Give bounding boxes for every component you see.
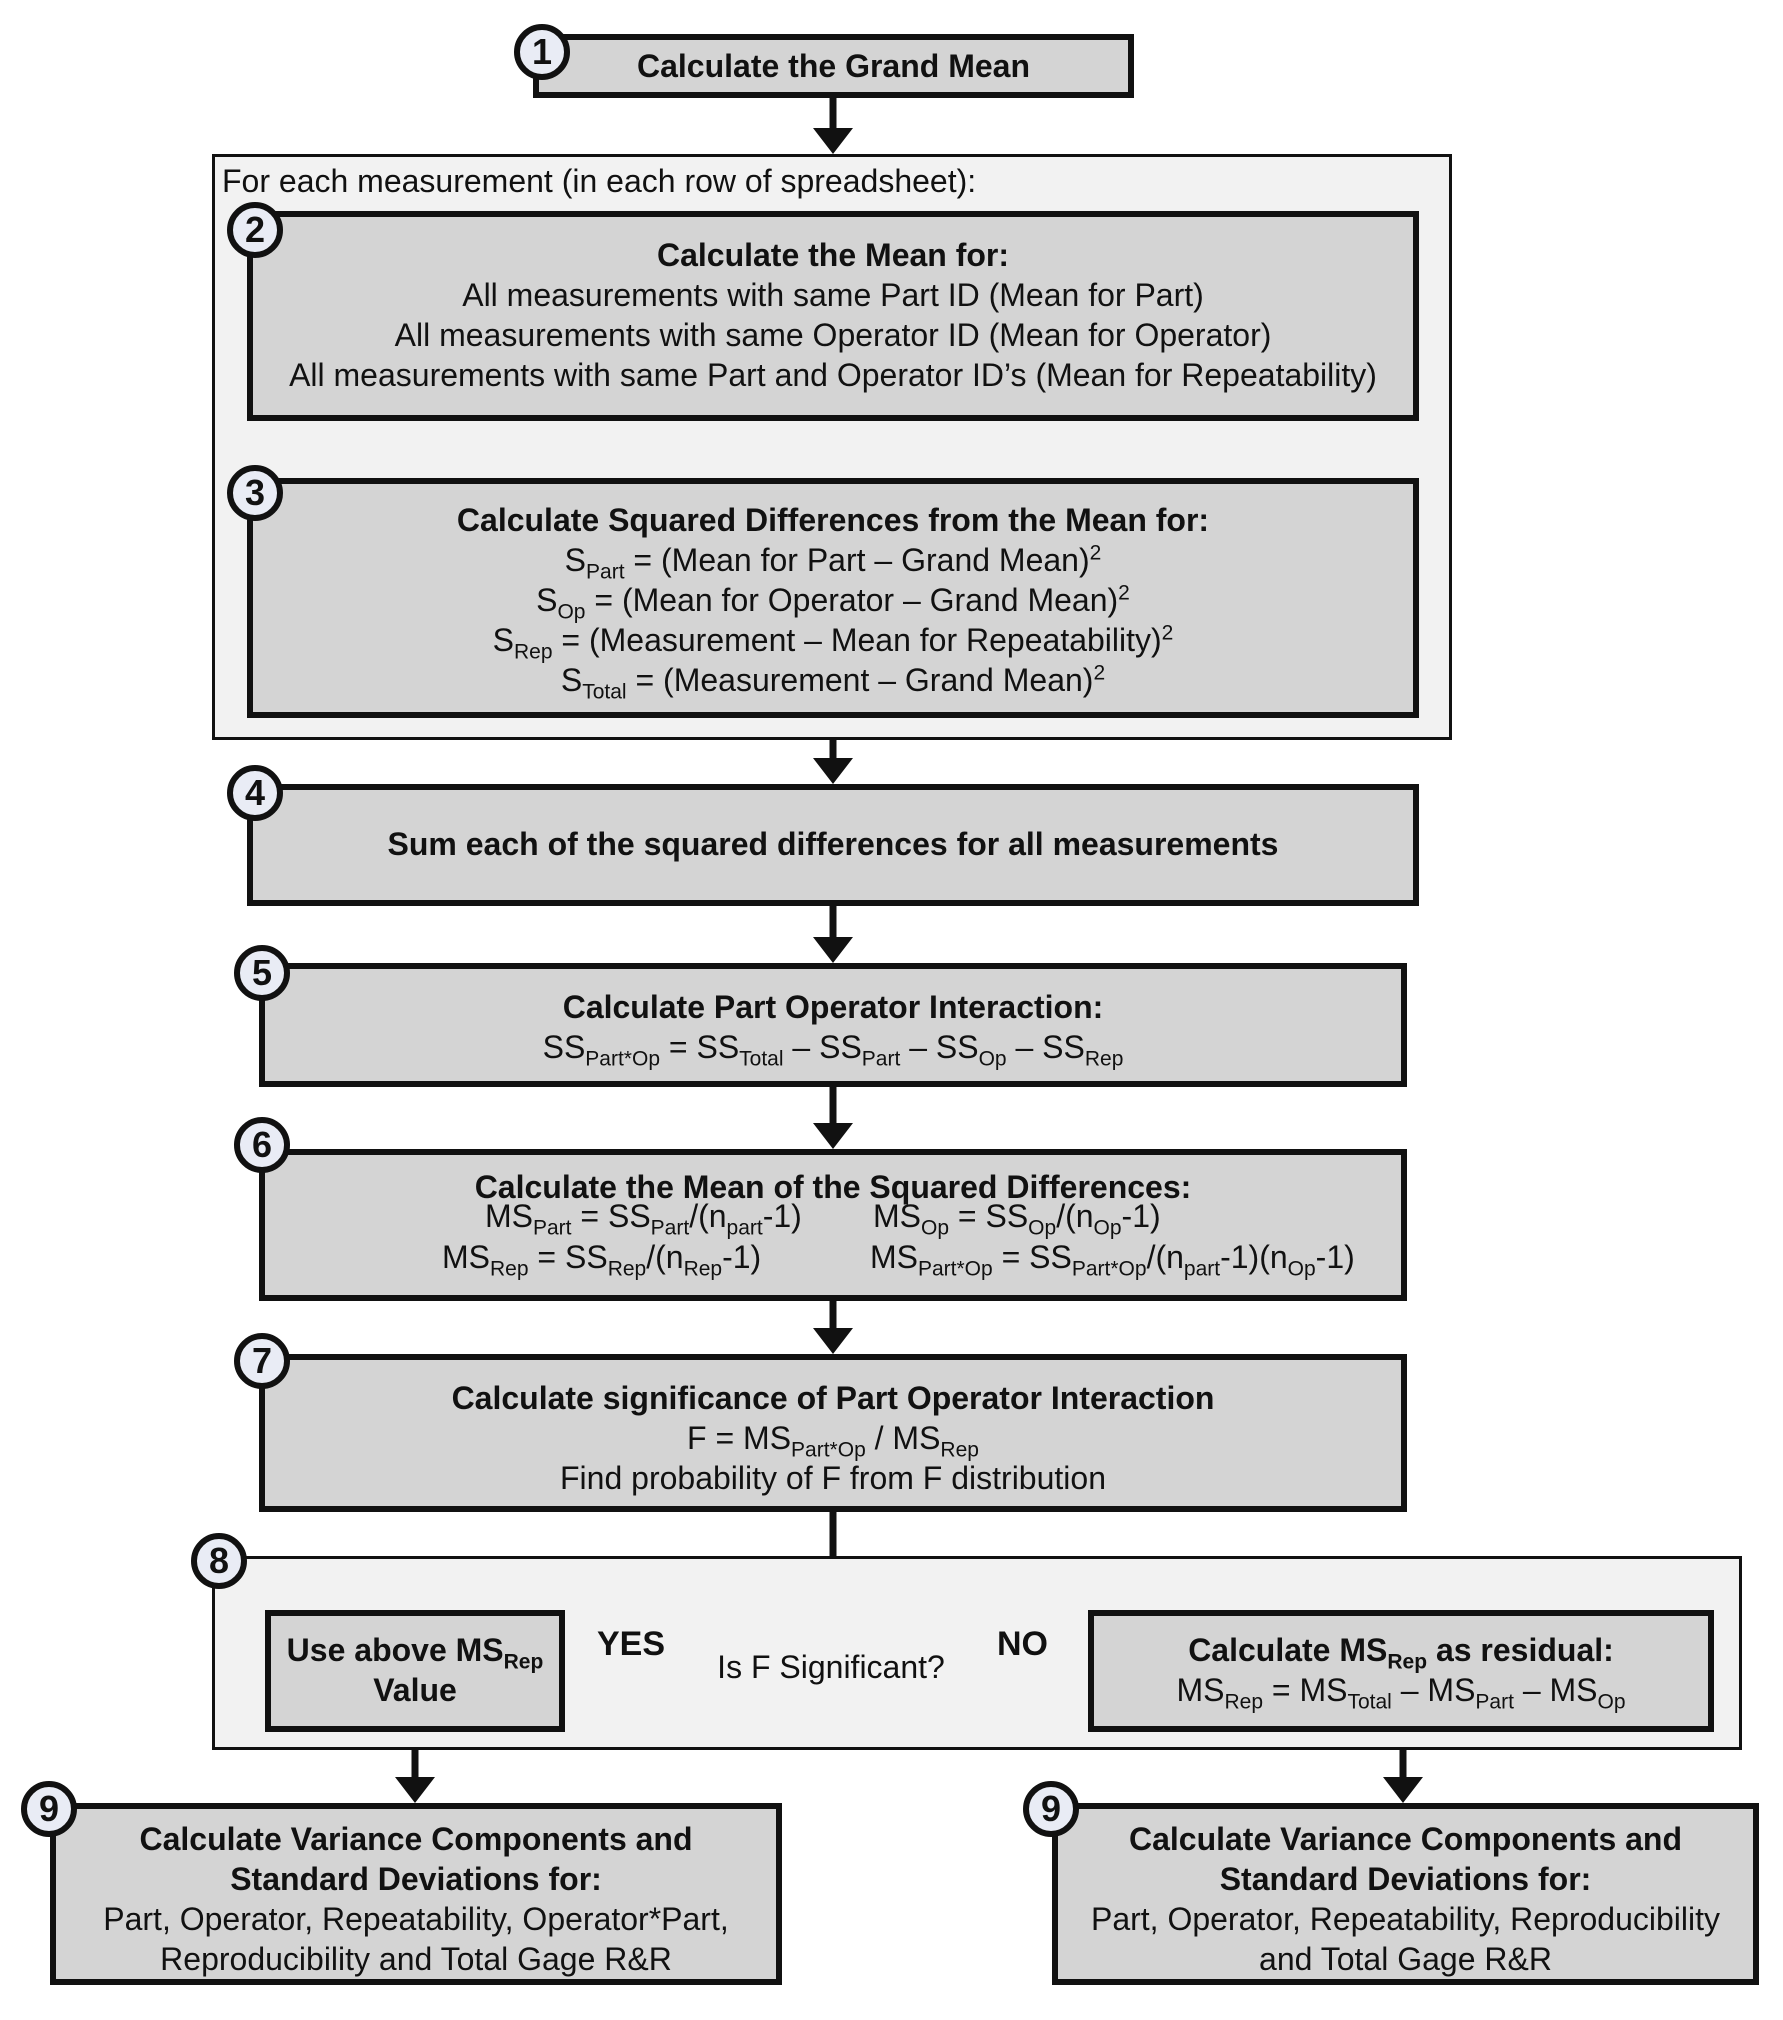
step-5-box: Calculate Part Operator Interaction: SSP… <box>259 963 1407 1087</box>
step-4-box: Sum each of the squared differences for … <box>247 784 1419 906</box>
step-7-line-2: Find probability of F from F distributio… <box>560 1460 1106 1496</box>
step-8-badge: 8 <box>191 1533 247 1589</box>
step-6-formula-ms-part: MSPart = SSPart/(npart-1) <box>485 1198 802 1240</box>
step-9-right-badge: 9 <box>1023 1781 1079 1837</box>
step-2-line-2: All measurements with same Operator ID (… <box>394 317 1272 353</box>
step-9-right-title-2: Standard Deviations for: <box>1219 1861 1592 1897</box>
step-3-line-1: SPart = (Mean for Part – Grand Mean)2 <box>564 541 1102 584</box>
step-5-badge: 5 <box>234 945 290 1001</box>
step-8-no-formula: MSRep = MSTotal – MSPart – MSOp <box>1176 1672 1626 1714</box>
step-7-formula: F = MSPart*Op / MSRep <box>687 1420 979 1462</box>
step-3-line-3: SRep = (Measurement – Mean for Repeatabi… <box>492 621 1174 664</box>
step-9-left-badge: 9 <box>21 1781 77 1837</box>
step-2-line-3: All measurements with same Part and Oper… <box>289 357 1377 393</box>
step-8-yes-line-2: Value <box>373 1672 457 1708</box>
step-5-title: Calculate Part Operator Interaction: <box>562 989 1104 1025</box>
step-2-box: Calculate the Mean for: All measurements… <box>247 211 1419 421</box>
step-4-title: Sum each of the squared differences for … <box>387 826 1279 862</box>
step-6-title: Calculate the Mean of the Squared Differ… <box>474 1169 1192 1205</box>
step-9-left-title-2: Standard Deviations for: <box>230 1861 602 1897</box>
step-9-left-box: Calculate Variance Components and Standa… <box>50 1803 782 1985</box>
arrow-4-5-arrowhead <box>813 937 853 963</box>
step-2-title: Calculate the Mean for: <box>656 237 1010 273</box>
step-1-box: Calculate the Grand Mean <box>533 34 1134 98</box>
step-6-badge: 6 <box>234 1117 290 1173</box>
step-8-no-box: Calculate MSRep as residual: MSRep = MST… <box>1088 1610 1714 1732</box>
step-8-yes-line-1: Use above MSRep <box>286 1632 544 1674</box>
step-6-formula-ms-partop: MSPart*Op = SSPart*Op/(npart-1)(nOp-1) <box>870 1239 1355 1281</box>
arrow-5-6-arrowhead <box>813 1123 853 1149</box>
step-2-badge: 2 <box>227 202 283 258</box>
no-label: NO <box>997 1625 1048 1663</box>
step-9-right-title-1: Calculate Variance Components and <box>1128 1821 1683 1857</box>
step-6-box: Calculate the Mean of the Squared Differ… <box>259 1149 1407 1301</box>
step-3-line-4: STotal = (Measurement – Grand Mean)2 <box>560 661 1106 704</box>
step-5-formula: SSPart*Op = SSTotal – SSPart – SSOp – SS… <box>542 1029 1124 1071</box>
step-9-right-line-2: and Total Gage R&R <box>1259 1941 1552 1977</box>
step-9-right-box: Calculate Variance Components and Standa… <box>1052 1803 1759 1985</box>
step-7-box: Calculate significance of Part Operator … <box>259 1354 1407 1512</box>
step-6-formula-ms-op: MSOp = SSOp/(nOp-1) <box>873 1198 1161 1240</box>
step-9-left-line-1: Part, Operator, Repeatability, Operator*… <box>103 1901 729 1937</box>
step-9-left-title-1: Calculate Variance Components and <box>139 1821 693 1857</box>
arrow-3-4-arrowhead <box>813 758 853 784</box>
step-1-title: Calculate the Grand Mean <box>637 48 1030 84</box>
step-7-title: Calculate significance of Part Operator … <box>451 1380 1215 1416</box>
per-measurement-caption: For each measurement (in each row of spr… <box>222 163 977 199</box>
step-3-badge: 3 <box>227 465 283 521</box>
decision-label: Is F Significant? <box>717 1649 945 1685</box>
yes-label: YES <box>597 1625 666 1663</box>
arrow-8-9-left-arrowhead <box>395 1777 435 1803</box>
arrow-8-9-right-arrowhead <box>1383 1777 1423 1803</box>
step-1-badge: 1 <box>514 24 570 80</box>
step-3-title: Calculate Squared Differences from the M… <box>456 502 1210 538</box>
step-3-box: Calculate Squared Differences from the M… <box>247 478 1419 718</box>
step-9-left-line-2: Reproducibility and Total Gage R&R <box>160 1941 672 1977</box>
step-8-yes-box: Use above MSRep Value <box>265 1610 565 1732</box>
step-9-right-line-1: Part, Operator, Repeatability, Reproduci… <box>1090 1901 1721 1937</box>
arrow-1-2-arrowhead <box>813 128 853 154</box>
step-8-no-title: Calculate MSRep as residual: <box>1188 1632 1614 1674</box>
step-4-badge: 4 <box>227 765 283 821</box>
step-7-badge: 7 <box>234 1333 290 1389</box>
step-3-line-2: SOp = (Mean for Operator – Grand Mean)2 <box>536 581 1130 624</box>
step-6-formula-ms-rep: MSRep = SSRep/(nRep-1) <box>442 1239 762 1281</box>
arrow-6-7-arrowhead <box>813 1328 853 1354</box>
step-2-line-1: All measurements with same Part ID (Mean… <box>462 277 1204 313</box>
